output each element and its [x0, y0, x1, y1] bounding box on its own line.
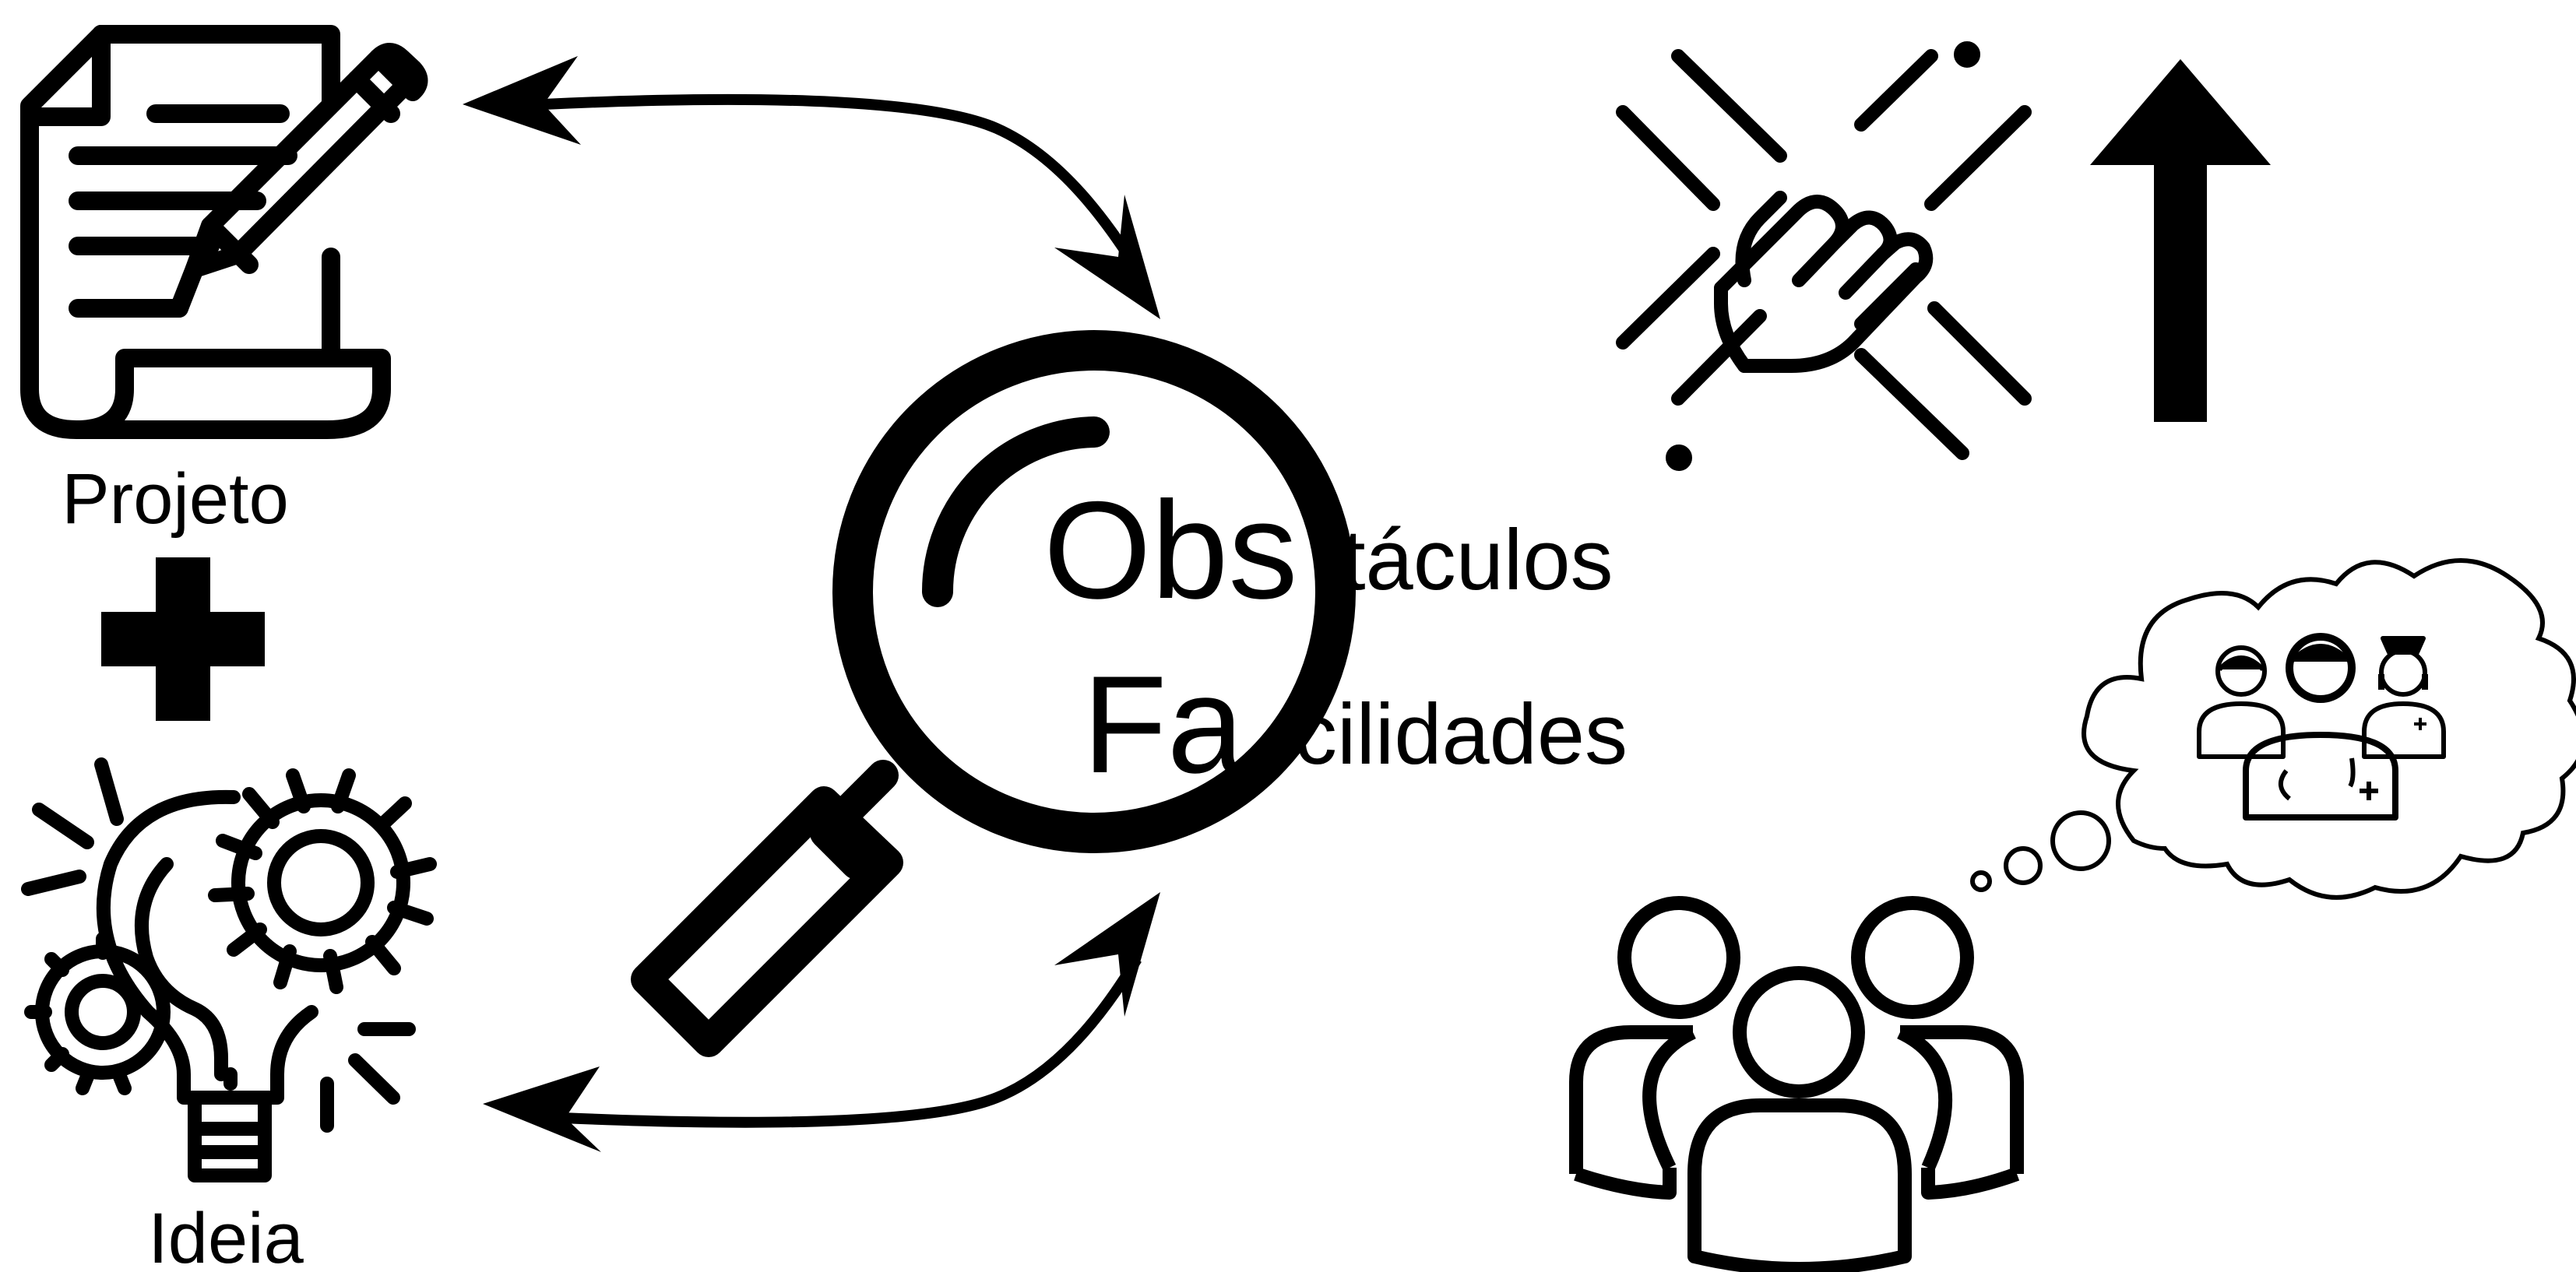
ideia-label: Ideia — [148, 1199, 304, 1272]
healthcare-team-icon — [2197, 624, 2446, 820]
obstaculos-rest-text: táculos — [1342, 512, 1614, 608]
obstaculos-big-text: Obs — [1043, 473, 1297, 627]
document-pen-icon — [20, 25, 428, 439]
projeto-label: Projeto — [62, 459, 289, 539]
arrow-projeto-to-search-icon — [463, 56, 1160, 319]
up-arrow-icon — [2090, 59, 2271, 422]
arrow-ideia-to-search-icon — [483, 892, 1160, 1152]
lightbulb-gears-icon — [21, 757, 437, 1182]
facilidades-big-text: Fa — [1082, 647, 1244, 802]
plus-icon — [101, 557, 265, 721]
thought-cloud-icon — [1970, 558, 2576, 900]
group-people-icon — [1569, 896, 2024, 1272]
magnifying-glass-icon — [631, 330, 1356, 1057]
facilidades-rest-text: cilidades — [1294, 687, 1628, 782]
joined-hands-icon — [1616, 41, 2032, 471]
